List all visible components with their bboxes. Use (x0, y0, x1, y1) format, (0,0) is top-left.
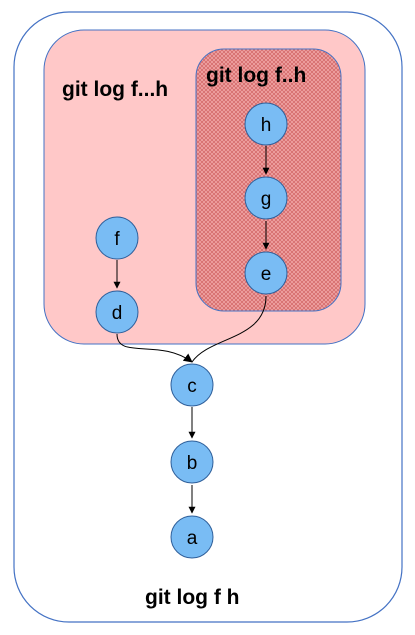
node-b: b (170, 440, 214, 484)
edge-e-c (191, 295, 267, 363)
node-a: a (170, 515, 214, 559)
node-h: h (244, 102, 288, 146)
two-dot-label: git log f..h (206, 64, 306, 87)
node-f-label: f (114, 229, 120, 250)
node-d: d (95, 290, 139, 334)
node-c-label: c (187, 376, 197, 397)
node-g: g (244, 176, 288, 220)
edge-d-c (116, 333, 193, 363)
outer-label: git log f h (145, 586, 239, 609)
node-a-label: a (187, 528, 198, 549)
node-e-label: e (261, 264, 272, 285)
node-e: e (244, 251, 288, 295)
node-g-label: g (261, 189, 272, 210)
node-f: f (95, 216, 139, 260)
node-c: c (170, 363, 214, 407)
node-b-label: b (187, 453, 198, 474)
node-d-label: d (112, 303, 123, 324)
node-h-label: h (261, 115, 272, 136)
three-dot-label: git log f...h (62, 78, 168, 101)
